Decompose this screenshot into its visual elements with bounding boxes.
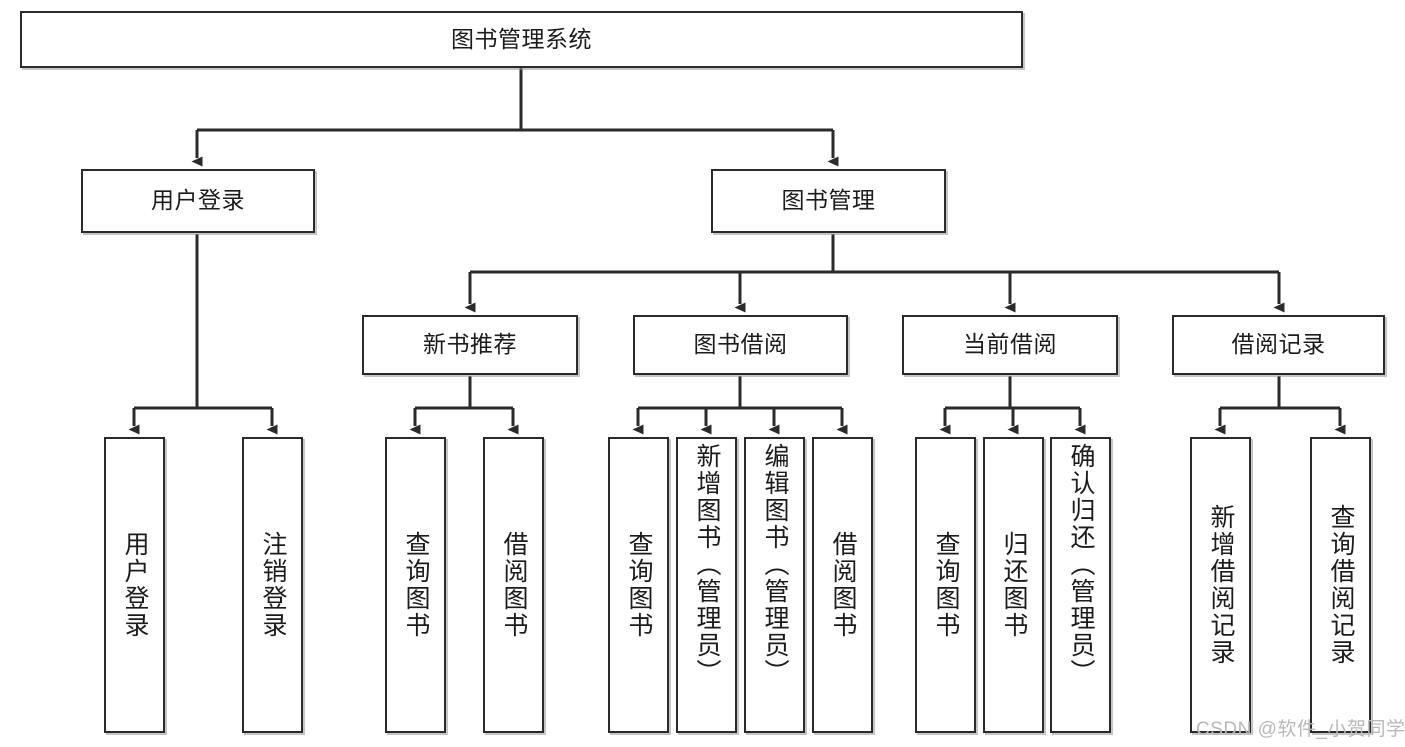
node-new-book-recommend[interactable]: 新书推荐 xyxy=(362,315,578,375)
leaf-user-login-signin[interactable]: 用户登录 xyxy=(104,437,165,733)
leaf-current-query-book[interactable]: 查询图书 xyxy=(915,437,976,733)
leaf-borrow-edit-book[interactable]: 编辑图书（管理员） xyxy=(744,437,805,733)
leaf-borrow-borrow-book[interactable]: 借阅图书 xyxy=(812,437,873,733)
node-new-book-recommend-label: 新书推荐 xyxy=(423,331,517,358)
leaf-borrow-borrow-book-label: 借阅图书 xyxy=(829,531,857,639)
node-borrow-record-label: 借阅记录 xyxy=(1231,331,1326,358)
node-current-borrow[interactable]: 当前借阅 xyxy=(902,315,1118,375)
leaf-record-query-record-label: 查询借阅记录 xyxy=(1327,504,1355,666)
leaf-current-confirm-return[interactable]: 确认归还（管理员） xyxy=(1050,437,1111,733)
leaf-current-query-book-label: 查询图书 xyxy=(932,531,960,639)
leaf-current-return-book-label: 归还图书 xyxy=(1000,531,1028,639)
leaf-current-return-book[interactable]: 归还图书 xyxy=(983,437,1044,733)
node-book-management-label: 图书管理 xyxy=(781,187,876,214)
node-root[interactable]: 图书管理系统 xyxy=(20,11,1023,68)
leaf-record-add-record-label: 新增借阅记录 xyxy=(1207,504,1235,666)
leaf-current-confirm-return-label: 确认归还（管理员） xyxy=(1067,443,1095,686)
csdn-watermark: CSDN @软件_小贺同学 xyxy=(1196,719,1405,740)
node-book-borrow-label: 图书借阅 xyxy=(693,331,788,358)
node-book-management[interactable]: 图书管理 xyxy=(711,169,946,233)
node-user-login[interactable]: 用户登录 xyxy=(81,169,315,233)
node-root-label: 图书管理系统 xyxy=(451,25,592,52)
leaf-borrow-add-book[interactable]: 新增图书（管理员） xyxy=(676,437,737,733)
leaf-borrow-query-book[interactable]: 查询图书 xyxy=(608,437,669,733)
leaf-recommend-borrow-book[interactable]: 借阅图书 xyxy=(483,437,544,733)
leaf-borrow-add-book-label: 新增图书（管理员） xyxy=(693,443,721,686)
leaf-user-login-signout[interactable]: 注销登录 xyxy=(242,437,303,733)
leaf-record-add-record[interactable]: 新增借阅记录 xyxy=(1190,437,1251,733)
node-borrow-record[interactable]: 借阅记录 xyxy=(1172,315,1385,375)
leaf-recommend-borrow-book-label: 借阅图书 xyxy=(500,531,528,639)
leaf-user-login-signout-label: 注销登录 xyxy=(259,531,287,639)
node-book-borrow[interactable]: 图书借阅 xyxy=(633,315,848,375)
leaf-borrow-edit-book-label: 编辑图书（管理员） xyxy=(761,443,789,686)
leaf-recommend-query-book[interactable]: 查询图书 xyxy=(385,437,446,733)
leaf-borrow-query-book-label: 查询图书 xyxy=(625,531,653,639)
leaf-record-query-record[interactable]: 查询借阅记录 xyxy=(1310,437,1371,733)
leaf-recommend-query-book-label: 查询图书 xyxy=(402,531,430,639)
node-current-borrow-label: 当前借阅 xyxy=(963,331,1057,358)
leaf-user-login-signin-label: 用户登录 xyxy=(121,531,149,639)
node-user-login-label: 用户登录 xyxy=(151,187,245,214)
